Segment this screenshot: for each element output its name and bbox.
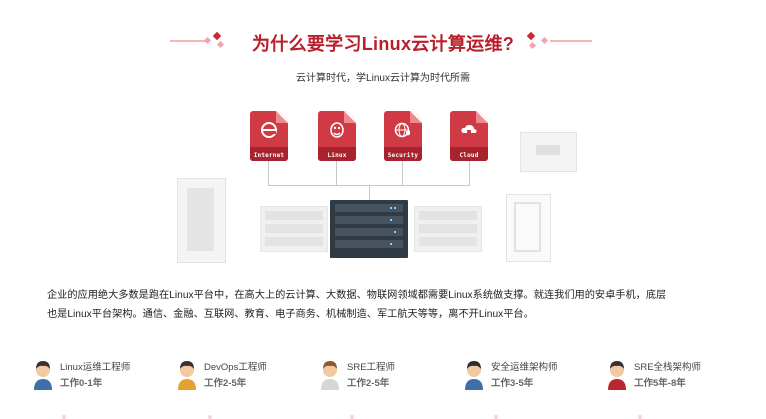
- title-deco-right-line: [550, 40, 592, 42]
- career-title: SRE全栈架构师: [634, 362, 702, 373]
- grey-rack-right: [414, 206, 482, 252]
- career-title: Linux运维工程师: [60, 362, 131, 373]
- career-item-sre: SRE工程师 工作2-5年: [318, 358, 448, 394]
- career-years: 工作0-1年: [60, 378, 103, 389]
- intro-paragraph-line1: 企业的应用绝大多数是跑在Linux平台中，在高大上的云计算、大数据、物联网领域都…: [47, 290, 667, 301]
- career-item-linux-ops: Linux运维工程师 工作0-1年: [31, 358, 161, 394]
- cloud-lock-icon: [461, 124, 477, 134]
- security-globe-icon: [394, 122, 410, 138]
- tile-linux: Linux: [318, 111, 356, 161]
- career-years: 工作2-5年: [347, 378, 390, 389]
- tile-security-label: Security: [387, 152, 419, 159]
- connector-security: [402, 161, 403, 185]
- avatar-icon: [321, 361, 339, 390]
- right-door-inner: [514, 202, 541, 252]
- tile-security: Security: [384, 111, 422, 161]
- career-years: 工作5年-8年: [634, 378, 686, 389]
- connector-linux: [336, 161, 337, 185]
- career-item-devops: DevOps工程师 工作2-5年: [175, 358, 305, 394]
- career-item-sre-fullstack: SRE全栈架构师 工作5年-8年: [605, 358, 735, 394]
- linux-penguin-icon: [330, 122, 344, 138]
- bottom-deco-dots: [62, 415, 642, 419]
- tile-internet-label: Internet: [253, 152, 285, 159]
- internet-e-icon: [261, 122, 277, 138]
- tile-linux-label: Linux: [327, 152, 347, 159]
- grey-rack-left: [260, 206, 328, 252]
- connector-trunk: [369, 185, 370, 201]
- tile-cloud-label: Cloud: [459, 152, 479, 159]
- tile-internet: Internet: [250, 111, 288, 161]
- career-title: 安全运维架构师: [491, 362, 558, 373]
- intro-paragraph: 企业的应用绝大多数是跑在Linux平台中，在高大上的云计算、大数据、物联网领域都…: [47, 286, 727, 324]
- page-subtitle: 云计算时代，学Linux云计算为时代所需: [296, 73, 470, 84]
- career-years: 工作3-5年: [491, 378, 534, 389]
- title-deco-left-line: [170, 40, 208, 42]
- tile-cloud: Cloud: [450, 111, 488, 161]
- intro-paragraph-line2: 也是Linux平台架构。通信、金融、互联网、教育、电子商务、机械制造、军工航天等…: [47, 309, 534, 320]
- server-rack: [330, 200, 408, 258]
- career-item-security-architect: 安全运维架构师 工作3-5年: [462, 358, 592, 394]
- avatar-icon: [178, 361, 196, 390]
- page-title: 为什么要学习Linux云计算运维?: [251, 34, 515, 54]
- right-monitor-screen: [536, 145, 560, 155]
- connector-internet: [268, 161, 269, 185]
- career-title: SRE工程师: [347, 362, 396, 373]
- career-title: DevOps工程师: [204, 362, 267, 373]
- connector-cloud: [469, 161, 470, 185]
- avatar-icon: [34, 361, 52, 390]
- career-years: 工作2-5年: [204, 378, 247, 389]
- left-door-inner: [187, 188, 214, 251]
- avatar-icon: [465, 361, 483, 390]
- avatar-icon: [608, 361, 626, 390]
